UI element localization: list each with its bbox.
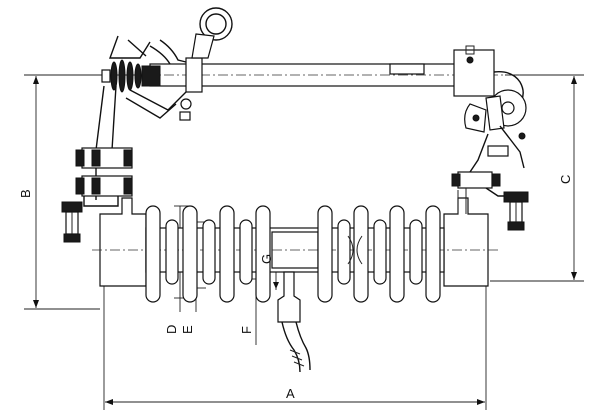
barrel-clamp-left [185,57,203,93]
contact-spring [101,59,161,93]
left-end-fitting [99,197,147,287]
sheds-left [145,205,271,303]
label-g: G [259,254,274,264]
fuse-tube [110,45,520,97]
label-d: D [164,325,179,334]
polymer-insulator [92,197,498,373]
terminal-bolts-left [61,147,133,243]
mounting-bracket [277,271,301,323]
label-a: A [286,386,295,401]
terminal-right [451,171,529,231]
label-b: B [18,189,33,198]
label-f: F [239,326,254,334]
dimension-labels: A B C D E F G [18,175,573,401]
label-c: C [558,175,573,184]
lower-contact-assembly [451,71,529,231]
pull-ring [199,7,233,41]
upper-contact-assembly [61,7,233,243]
sheds-right [317,205,441,303]
label-e: E [180,325,195,334]
lower-cap [453,49,495,97]
